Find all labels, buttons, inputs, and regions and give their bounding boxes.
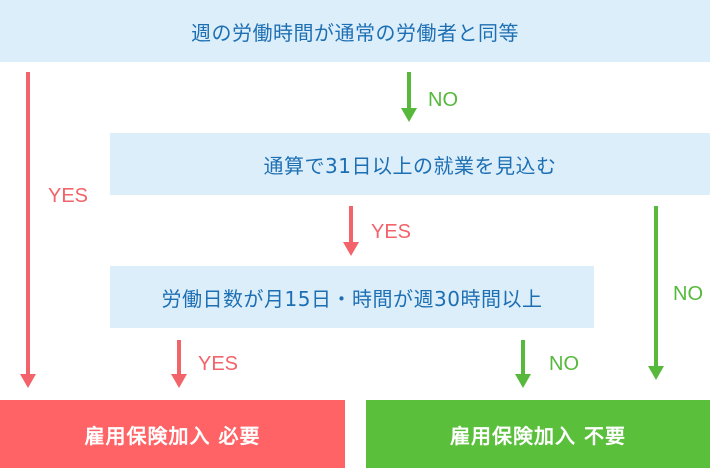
label-q2-yes: YES xyxy=(371,221,412,243)
arrow-q2-yes xyxy=(343,206,359,256)
question-weekly-hours: 週の労働時間が通常の労働者と同等 xyxy=(0,0,710,62)
arrow-q1-no xyxy=(401,72,417,122)
arrow-q2-no xyxy=(648,206,664,380)
arrow-q3-no xyxy=(515,340,531,388)
label-q1-yes: YES xyxy=(48,185,89,207)
label-q2-no: NO xyxy=(673,283,703,305)
arrow-q1-yes xyxy=(20,72,36,388)
result-insurance-not-required: 雇用保険加入 不要 xyxy=(366,400,710,468)
label-q1-no: NO xyxy=(428,89,458,111)
label-q3-no: NO xyxy=(549,353,579,375)
question-15-days-30-hours: 労働日数が月15日・時間が週30時間以上 xyxy=(110,266,594,328)
label-q3-yes: YES xyxy=(198,353,239,375)
result-insurance-required: 雇用保険加入 必要 xyxy=(0,400,345,468)
question-31-days: 通算で31日以上の就業を見込む xyxy=(110,133,710,195)
arrow-q3-yes xyxy=(171,340,187,388)
